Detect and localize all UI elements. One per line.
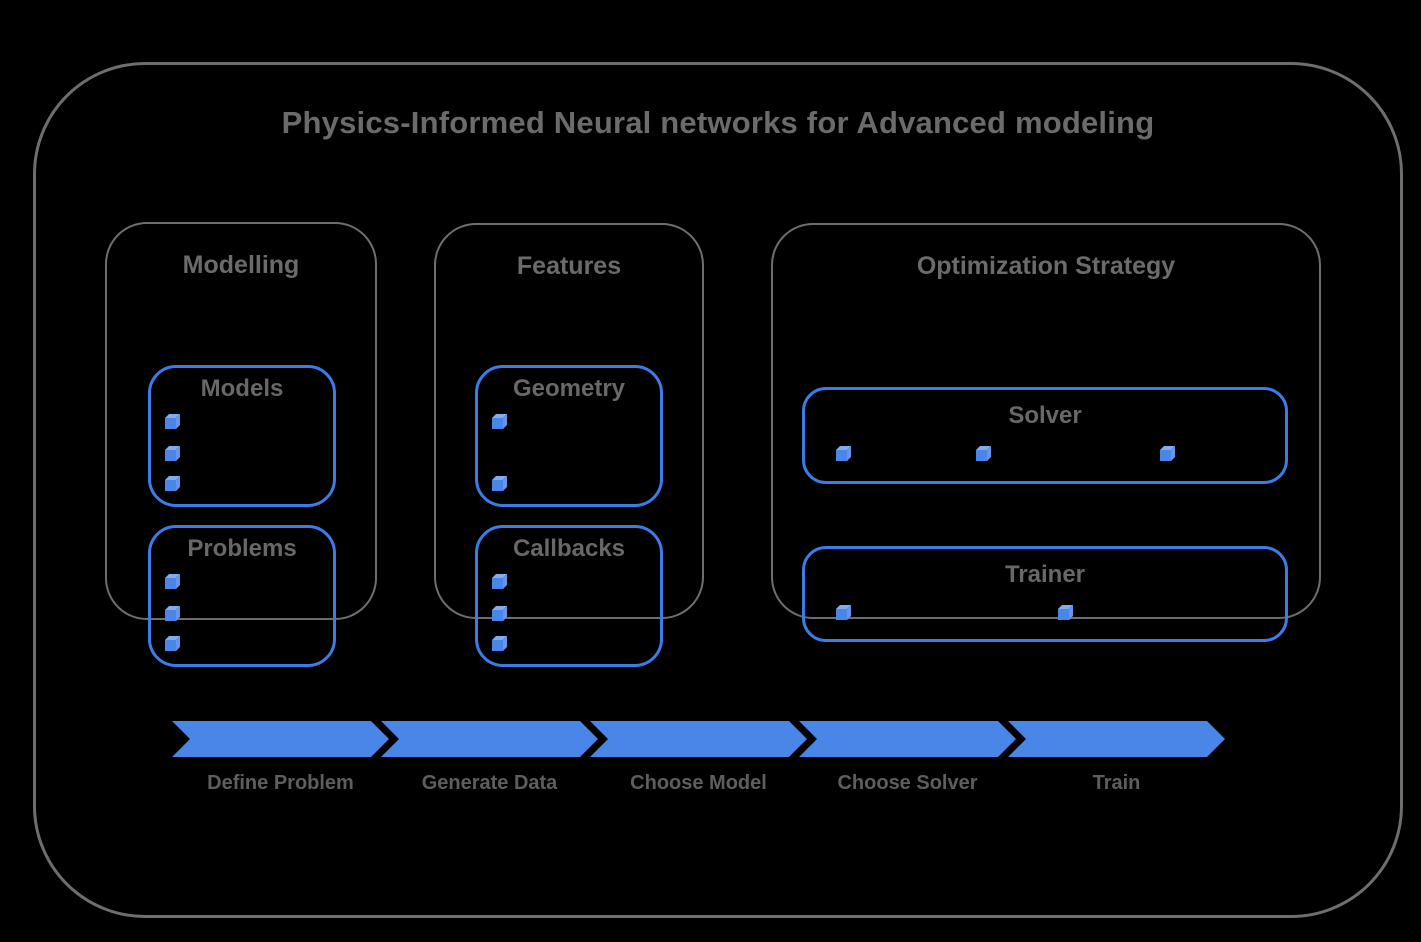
pipeline-step-label: Choose Model xyxy=(630,772,767,794)
cube-icon xyxy=(165,450,176,461)
group-models-title: Models xyxy=(200,375,284,402)
cube-icon xyxy=(165,640,176,651)
group-problems: Problems xyxy=(148,525,336,667)
pipeline-step-label: Define Problem xyxy=(207,772,354,794)
section-modelling: Modelling Models Problems xyxy=(105,222,377,667)
group-solver: Solver xyxy=(802,387,1288,484)
outer-frame: Physics-Informed Neural networks for Adv… xyxy=(33,62,1403,918)
group-trainer-title: Trainer xyxy=(1004,561,1086,588)
group-geometry-title: Geometry xyxy=(512,375,626,402)
cube-icon xyxy=(165,610,176,621)
pipeline-step-label: Generate Data xyxy=(421,772,558,794)
cube-icon xyxy=(165,480,176,491)
cube-icon xyxy=(492,578,503,589)
cube-icon xyxy=(492,610,503,621)
section-optimization-strategy: Optimization Strategy Solver Trainer xyxy=(771,223,1321,642)
cube-icon xyxy=(1058,609,1069,620)
cube-icon xyxy=(165,418,176,429)
section-features: Features Geometry Callbacks xyxy=(434,223,704,667)
group-callbacks: Callbacks xyxy=(475,525,663,667)
pipeline-step-label: Choose Solver xyxy=(837,772,978,794)
section-features-title: Features xyxy=(516,252,622,280)
pipeline-arrow-choose-model xyxy=(590,721,807,757)
pipeline-arrow-train xyxy=(1008,721,1225,757)
cube-icon xyxy=(836,450,847,461)
pipeline-arrow-define-problem xyxy=(172,721,389,757)
cube-icon xyxy=(492,480,503,491)
cube-icon xyxy=(492,640,503,651)
group-geometry: Geometry xyxy=(475,365,663,507)
cube-icon xyxy=(165,578,176,589)
pipeline-arrow-choose-solver xyxy=(799,721,1016,757)
cube-icon xyxy=(836,609,847,620)
group-callbacks-title: Callbacks xyxy=(512,535,626,562)
cube-icon xyxy=(492,418,503,429)
pipeline-arrow-generate-data xyxy=(381,721,598,757)
group-models: Models xyxy=(148,365,336,507)
section-optimization-strategy-title: Optimization Strategy xyxy=(916,252,1176,280)
cube-icon xyxy=(976,450,987,461)
group-trainer: Trainer xyxy=(802,546,1288,642)
section-modelling-title: Modelling xyxy=(182,251,300,279)
cube-icon xyxy=(1160,450,1171,461)
group-solver-title: Solver xyxy=(1008,402,1082,429)
pipeline-step-label: Train xyxy=(1092,772,1141,794)
group-problems-title: Problems xyxy=(187,535,297,562)
diagram-title: Physics-Informed Neural networks for Adv… xyxy=(281,105,1155,140)
